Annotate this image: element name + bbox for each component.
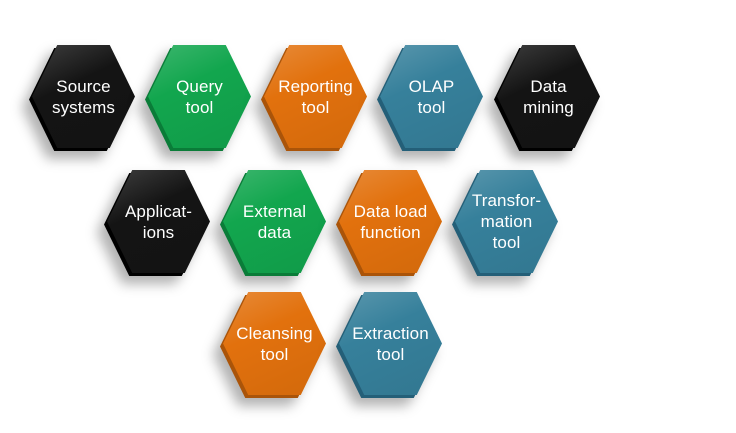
- extraction-tool-label: Extraction tool: [352, 323, 429, 364]
- hexagon-applications: Applicat- ions: [104, 170, 210, 276]
- hexagon-face: Extraction tool: [339, 292, 442, 395]
- query-tool-label: Query tool: [176, 76, 223, 117]
- hexagon-face: Transfor- mation tool: [455, 170, 558, 273]
- hexagon-face: Reporting tool: [264, 45, 367, 148]
- external-data-label: External data: [242, 201, 307, 242]
- hexagon-transformation-tool: Transfor- mation tool: [452, 170, 558, 276]
- hexagon-extraction-tool: Extraction tool: [336, 292, 442, 398]
- hexagon-face: Cleansing tool: [223, 292, 326, 395]
- source-systems-label: Source systems: [51, 76, 116, 117]
- hexagon-olap-tool: OLAP tool: [377, 45, 483, 151]
- hexagon-face: Data mining: [497, 45, 600, 148]
- hexagon-reporting-tool: Reporting tool: [261, 45, 367, 151]
- hexagon-cleansing-tool: Cleansing tool: [220, 292, 326, 398]
- hexagon-query-tool: Query tool: [145, 45, 251, 151]
- hexagon-data-mining: Data mining: [494, 45, 600, 151]
- data-mining-label: Data mining: [523, 76, 574, 117]
- hexagon-data-load-function: Data load function: [336, 170, 442, 276]
- hexagon-face: Source systems: [32, 45, 135, 148]
- hexagon-face: OLAP tool: [380, 45, 483, 148]
- hexagon-face: Query tool: [148, 45, 251, 148]
- hexagon-source-systems: Source systems: [29, 45, 135, 151]
- hexagon-face: External data: [223, 170, 326, 273]
- cleansing-tool-label: Cleansing tool: [236, 323, 313, 364]
- applications-label: Applicat- ions: [124, 201, 193, 242]
- olap-tool-label: OLAP tool: [408, 76, 455, 117]
- hexagon-face: Applicat- ions: [107, 170, 210, 273]
- hexagon-external-data: External data: [220, 170, 326, 276]
- reporting-tool-label: Reporting tool: [278, 76, 353, 117]
- transformation-tool-label: Transfor- mation tool: [471, 191, 542, 252]
- data-load-function-label: Data load function: [353, 201, 428, 242]
- hexagon-face: Data load function: [339, 170, 442, 273]
